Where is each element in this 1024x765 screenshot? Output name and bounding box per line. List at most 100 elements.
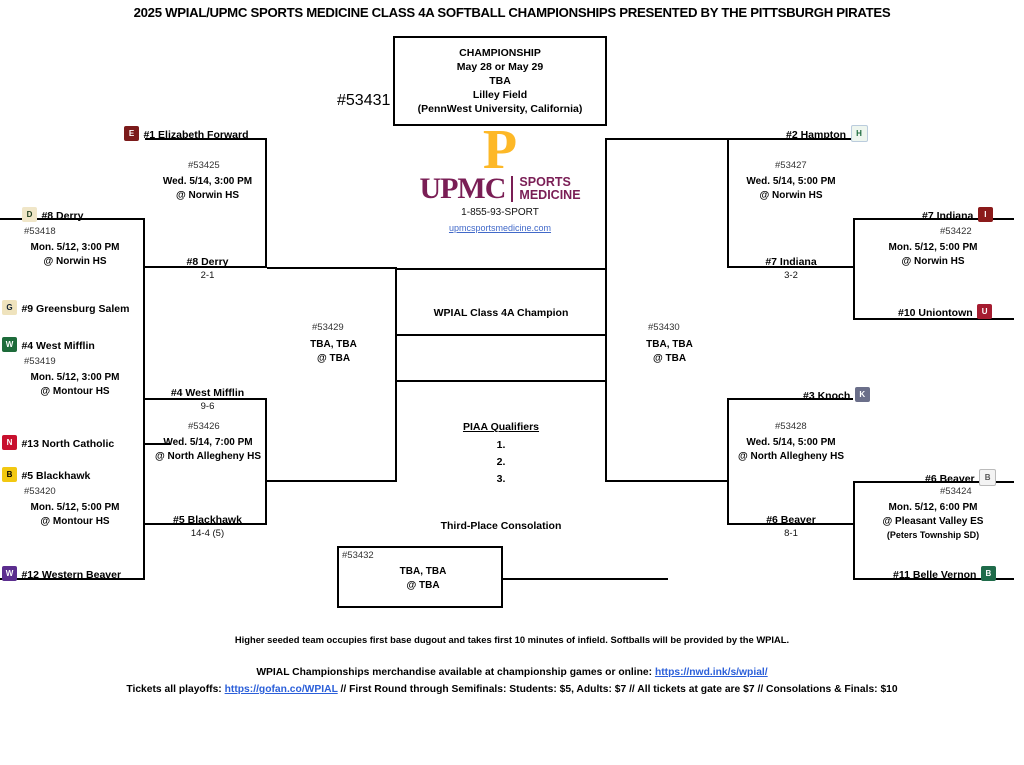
qf-top-right-datetime: Wed. 5/14, 5:00 PM [746, 176, 836, 187]
piaa-qualifiers-list: 1. 2. 3. [395, 437, 607, 488]
consolation-teams: TBA, TBA [399, 566, 447, 577]
qf-bottom-left-venue: @ North Allegheny HS [154, 451, 262, 462]
r1-beaver-top-line [853, 481, 1014, 483]
team-label: #12 Western Beaver [21, 569, 122, 581]
qf-top-right-venue: @ Norwin HS [759, 190, 823, 201]
sponsor-block: P UPMC SPORTS MEDICINE 1-855-93-SPORT up… [393, 119, 607, 236]
piaa-slot-3: 3. [496, 473, 506, 485]
qf-bottom-right-game-number: #53428 [775, 421, 807, 432]
qf-top-right-spine [727, 138, 729, 268]
qf-top-left-venue: @ Norwin HS [175, 190, 240, 201]
championship-line-2: May 28 or May 29 [456, 61, 544, 73]
r1-derry-datetime: Mon. 5/12, 3:00 PM [30, 242, 120, 253]
semifinal-left-top-line [267, 267, 397, 269]
qf-bottom-left-winner: #5 Blackhawk [173, 514, 242, 526]
pirates-p-logo: P [482, 119, 518, 181]
champion-label: WPIAL Class 4A Champion [433, 307, 569, 319]
qf-bottom-left-datetime: Wed. 5/14, 7:00 PM [163, 437, 253, 448]
qf-top-right-winner-score: 3-2 [784, 270, 798, 281]
upmc-website-link[interactable]: upmcsportsmedicine.com [448, 223, 552, 233]
r1-mifflin-venue: @ Montour HS [40, 386, 110, 397]
uniontown-logo: U [977, 304, 993, 320]
qf-bottom-left-top-team: #4 West Mifflin [170, 387, 245, 399]
r1-indiana-datetime: Mon. 5/12, 5:00 PM [888, 242, 978, 253]
r1-mifflin-datetime: Mon. 5/12, 3:00 PM [30, 372, 120, 383]
qf-bottom-left-winner-score: 14-4 (5) [190, 528, 225, 539]
upmc-sub-line-1: SPORTS [519, 175, 571, 189]
final-top-line [395, 268, 607, 270]
qf-top-right-winner: #7 Indiana [765, 256, 817, 268]
upmc-wordmark: UPMC [419, 172, 506, 205]
semifinal-right-teams: TBA, TBA [646, 339, 693, 350]
piaa-slot-2: 2. [496, 456, 506, 468]
indiana-logo: I [977, 207, 993, 223]
r1-indiana-bracket-spine [853, 218, 855, 320]
team-label: #1 Elizabeth Forward [143, 129, 249, 141]
semifinal-left-teams: TBA, TBA [310, 339, 357, 350]
qf-bottom-left-game-number: #53426 [188, 421, 220, 432]
r1-indiana-game-number: #53422 [940, 226, 972, 237]
final-advance-line [395, 380, 607, 382]
team-label: #8 Derry [41, 210, 84, 222]
team-label: #5 Blackhawk [21, 470, 91, 482]
team-label: #6 Beaver [925, 473, 975, 485]
semifinal-right-top-line [605, 138, 729, 140]
elizabeth-forward-logo: E [124, 126, 139, 142]
qf-bottom-left-spine [265, 398, 267, 525]
final-bottom-line [395, 334, 607, 336]
r1-indiana-bottom-line [853, 318, 1014, 320]
r1-beaver-datetime: Mon. 5/12, 6:00 PM [888, 502, 978, 513]
western-beaver-logo: W [2, 566, 17, 582]
team-label: #2 Hampton [786, 129, 847, 141]
semifinal-left-bottom-line [265, 480, 397, 482]
hampton-logo: H [850, 125, 868, 143]
r1-blackhawk-venue: @ Montour HS [40, 516, 110, 527]
consolation-venue: @ TBA [406, 580, 440, 591]
qf-bottom-right-winner: #6 Beaver [766, 514, 816, 526]
semifinal-right-venue: @ TBA [652, 353, 687, 364]
team-label: #4 West Mifflin [21, 340, 95, 352]
r1-mifflin-game-number: #53419 [24, 356, 56, 367]
derry-logo: D [22, 207, 37, 223]
team-north-catholic-r1: N #13 North Catholic [2, 434, 114, 452]
footer-merch-text: WPIAL Championships merchandise availabl… [256, 667, 655, 678]
r1-blackhawk-game-number: #53420 [24, 486, 56, 497]
qf-bottom-right-venue: @ North Allegheny HS [737, 451, 845, 462]
team-belle-vernon-r1: #11 Belle Vernon B [893, 565, 996, 583]
qf-bottom-left-top-score: 9-6 [200, 401, 215, 412]
tickets-link[interactable]: https://gofan.co/WPIAL [224, 684, 338, 695]
semifinal-right-game-number: #53430 [648, 322, 680, 333]
merch-link[interactable]: https://nwd.ink/s/wpial/ [654, 667, 768, 678]
qf-bottom-right-datetime: Wed. 5/14, 5:00 PM [746, 437, 836, 448]
semifinal-left-venue: @ TBA [316, 353, 351, 364]
r1-blackhawk-datetime: Mon. 5/12, 5:00 PM [30, 502, 120, 513]
r1-beaver-bracket-spine [853, 481, 855, 580]
championship-line-3: TBA [489, 75, 511, 87]
upmc-sub-line-2: MEDICINE [519, 188, 581, 202]
qf-top-right-bottom-line [727, 266, 855, 268]
consolation-box [337, 546, 503, 608]
footer-tickets: Tickets all playoffs: https://gofan.co/W… [0, 684, 1024, 695]
qf-top-right-top-line [727, 138, 853, 140]
consolation-advance-line [501, 578, 668, 580]
team-label: #13 North Catholic [21, 438, 115, 450]
upmc-phone: 1-855-93-SPORT [461, 207, 539, 218]
r1-indiana-venue: @ Norwin HS [901, 256, 965, 267]
r1-derry-game-number: #53418 [24, 226, 56, 237]
semifinal-left-game-number: #53429 [312, 322, 344, 333]
consolation-game-number: #53432 [342, 550, 374, 561]
r1-mifflin-advance-line [143, 443, 171, 445]
qf-bottom-right-bottom-line [727, 523, 855, 525]
team-western-beaver-r1: W #12 Western Beaver [2, 565, 121, 583]
team-uniontown-r1: #10 Uniontown U [898, 303, 993, 321]
upmc-divider [511, 176, 514, 202]
knoch-logo: K [854, 387, 870, 403]
qf-bottom-right-spine [727, 398, 729, 525]
r1-beaver-venue-sub: (Peters Township SD) [886, 530, 980, 540]
r1-derry-bottom-line [0, 578, 145, 580]
qf-bottom-left-top-line [145, 398, 267, 400]
page-title: 2025 WPIAL/UPMC SPORTS MEDICINE CLASS 4A… [133, 5, 891, 20]
qf-top-left-bottom-line [143, 266, 267, 268]
upmc-sports-medicine: SPORTS MEDICINE [519, 176, 580, 202]
qf-top-left-spine [265, 138, 267, 268]
